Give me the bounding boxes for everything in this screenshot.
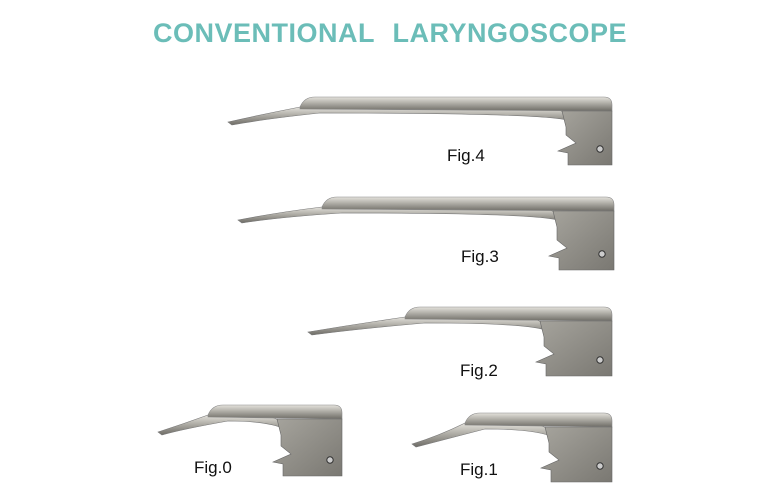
blade-heel-block	[557, 110, 613, 166]
blade-heel-block	[535, 320, 613, 377]
blade-spatula	[227, 106, 571, 126]
blade-flange	[404, 306, 613, 322]
blade-fig3	[237, 196, 615, 271]
blade-spatula	[237, 206, 562, 224]
fig-4-label: Fig.4	[447, 146, 485, 165]
blade-heel-block	[540, 426, 613, 483]
blade-flange	[207, 404, 343, 420]
blade-flange	[321, 196, 615, 212]
blade-spatula	[411, 422, 554, 448]
blade-fig4	[227, 96, 613, 166]
blade-fig1	[411, 412, 613, 483]
fig-2-label: Fig.2	[460, 361, 498, 380]
page-title: CONVENTIONAL LARYNGOSCOPE	[152, 18, 628, 48]
fig-1-label: Fig.1	[460, 460, 498, 479]
blade-heel-block	[272, 418, 343, 477]
fig-0-label: Fig.0	[194, 458, 232, 477]
screw-icon	[598, 250, 606, 258]
blade-fig2	[307, 306, 613, 377]
blade-fig0	[157, 404, 343, 477]
blade-flange	[299, 96, 613, 112]
screw-icon	[596, 356, 604, 364]
blade-flange	[464, 412, 613, 428]
screw-icon	[596, 462, 604, 470]
blade-heel-block	[548, 210, 615, 271]
screw-icon	[596, 145, 604, 153]
fig-3-label: Fig.3	[461, 247, 499, 266]
screw-icon	[326, 456, 334, 464]
